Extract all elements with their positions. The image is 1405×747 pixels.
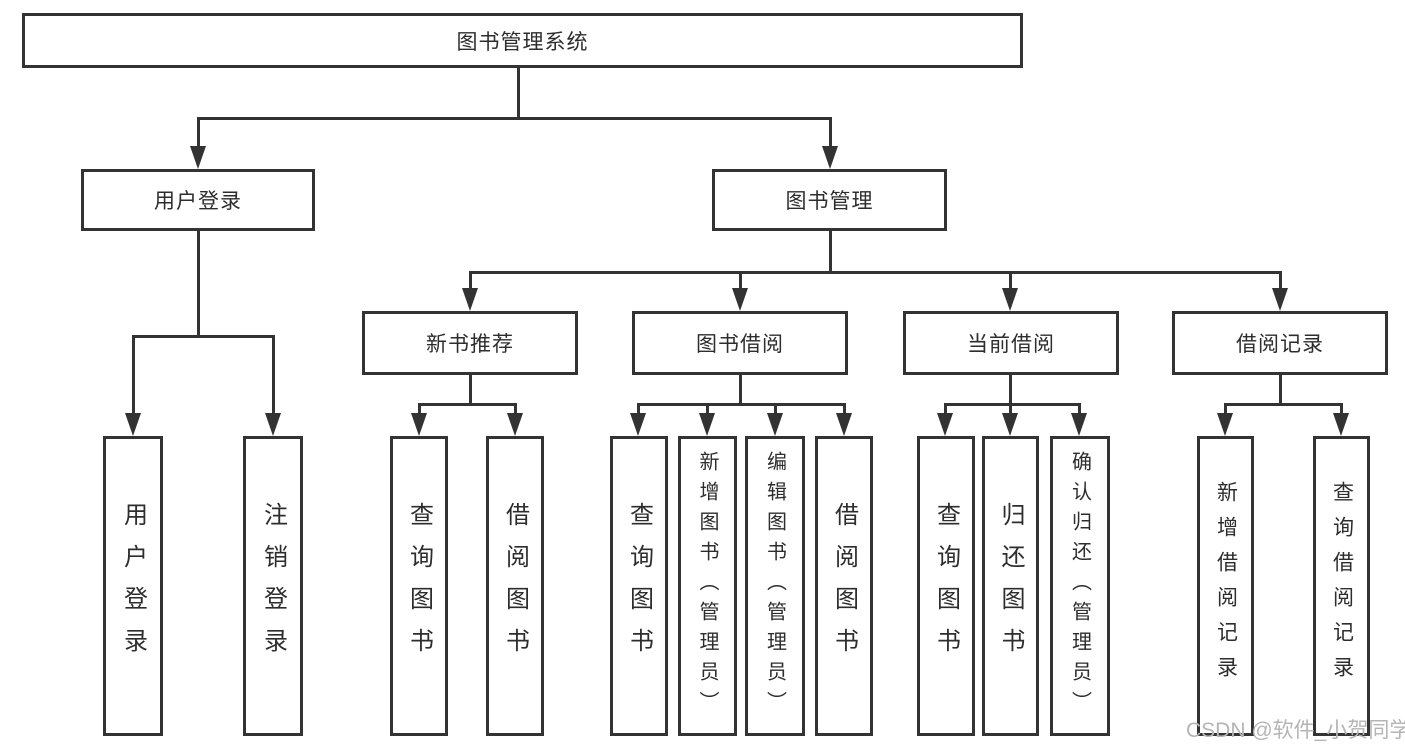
node-root-label: 图书管理系统 [456, 30, 589, 54]
node-leaf-borrow-book-2: 借阅图书 [815, 436, 873, 736]
node-current-borrow-label: 当前借阅 [967, 333, 1055, 356]
arrowhead-down-icon [732, 288, 748, 311]
connector-vline [1009, 403, 1012, 415]
arrowhead-down-icon [699, 413, 715, 436]
connector-vline [1009, 375, 1012, 403]
node-borrow-record: 借阅记录 [1172, 311, 1388, 375]
connector-hline [197, 117, 832, 120]
node-leaf-borrow-book-1: 借阅图书 [486, 436, 544, 736]
node-leaf-edit-book-admin: 编辑图书（管理员） [745, 436, 805, 736]
connector-vline [517, 68, 520, 117]
arrowhead-down-icon [125, 413, 141, 436]
node-leaf-logout: 注销登录 [243, 436, 303, 736]
connector-vline [829, 117, 832, 147]
node-leaf-add-borrow-record-label: 新增借阅记录 [1214, 481, 1238, 691]
node-leaf-user-login-label: 用户登录 [119, 502, 147, 670]
arrowhead-down-icon [822, 146, 838, 169]
connector-vline [197, 117, 200, 147]
node-borrow-record-label: 借阅记录 [1236, 333, 1324, 356]
node-book-management-group: 图书管理 [712, 169, 947, 231]
connector-vline [1009, 271, 1012, 289]
arrowhead-down-icon [411, 413, 427, 436]
node-book-borrow-label: 图书借阅 [696, 333, 784, 356]
node-leaf-logout-label: 注销登录 [259, 502, 287, 670]
connector-vline [739, 271, 742, 289]
arrowhead-down-icon [190, 146, 206, 169]
connector-hline [637, 403, 846, 406]
connector-vline [469, 375, 472, 403]
node-leaf-confirm-return-admin-label: 确认归还（管理员） [1068, 451, 1091, 721]
connector-vline [944, 403, 947, 415]
arrowhead-down-icon [1333, 413, 1349, 436]
node-user-login-group-label: 用户登录 [154, 190, 242, 213]
arrowhead-down-icon [767, 413, 783, 436]
node-leaf-add-book-admin: 新增图书（管理员） [678, 436, 737, 736]
arrowhead-down-icon [836, 413, 852, 436]
node-leaf-query-book-2-label: 查询图书 [625, 502, 653, 670]
arrowhead-down-icon [1071, 413, 1087, 436]
connector-vline [706, 403, 709, 415]
connector-vline [774, 403, 777, 415]
node-leaf-query-book-3-label: 查询图书 [932, 502, 960, 670]
node-leaf-query-book-2: 查询图书 [610, 436, 668, 736]
connector-vline [1340, 403, 1343, 415]
arrowhead-down-icon [1217, 413, 1233, 436]
connector-vline [1078, 403, 1081, 415]
node-leaf-edit-book-admin-label: 编辑图书（管理员） [763, 451, 786, 721]
connector-hline [944, 403, 1081, 406]
connector-vline [197, 231, 200, 335]
node-leaf-query-book-3: 查询图书 [917, 436, 975, 736]
node-leaf-return-book-label: 归还图书 [997, 502, 1024, 670]
connector-vline [1224, 403, 1227, 415]
arrowhead-down-icon [937, 413, 953, 436]
connector-hline [418, 403, 517, 406]
connector-vline [1279, 271, 1282, 289]
connector-vline [739, 375, 742, 403]
arrowhead-down-icon [1002, 413, 1018, 436]
node-leaf-user-login: 用户登录 [103, 436, 163, 736]
node-leaf-borrow-book-2-label: 借阅图书 [830, 502, 858, 670]
connector-vline [1279, 375, 1282, 403]
connector-vline [272, 335, 275, 414]
node-leaf-query-book-1: 查询图书 [390, 436, 448, 736]
node-leaf-return-book: 归还图书 [982, 436, 1039, 736]
node-new-book-recommend-label: 新书推荐 [426, 333, 514, 356]
node-user-login-group: 用户登录 [81, 169, 315, 231]
arrowhead-down-icon [630, 413, 646, 436]
connector-hline [132, 335, 274, 338]
connector-vline [637, 403, 640, 415]
connector-hline [1224, 403, 1343, 406]
connector-vline [469, 271, 472, 289]
connector-vline [829, 231, 832, 271]
connector-vline [843, 403, 846, 415]
node-leaf-add-book-admin-label: 新增图书（管理员） [696, 451, 718, 721]
connector-hline [469, 271, 1282, 274]
arrowhead-down-icon [507, 413, 523, 436]
node-leaf-confirm-return-admin: 确认归还（管理员） [1050, 436, 1110, 736]
node-current-borrow: 当前借阅 [903, 311, 1119, 375]
node-new-book-recommend: 新书推荐 [362, 311, 578, 375]
connector-vline [418, 403, 421, 415]
node-leaf-add-borrow-record: 新增借阅记录 [1197, 436, 1254, 736]
connector-vline [132, 335, 135, 414]
node-leaf-query-borrow-record-label: 查询借阅记录 [1330, 481, 1354, 691]
node-leaf-query-borrow-record: 查询借阅记录 [1313, 436, 1370, 736]
arrowhead-down-icon [462, 288, 478, 311]
node-leaf-borrow-book-1-label: 借阅图书 [501, 502, 529, 670]
node-leaf-query-book-1-label: 查询图书 [405, 502, 433, 670]
arrowhead-down-icon [1002, 288, 1018, 311]
node-book-management-group-label: 图书管理 [785, 190, 874, 213]
node-root: 图书管理系统 [22, 13, 1023, 68]
node-book-borrow: 图书借阅 [632, 311, 848, 375]
arrowhead-down-icon [1272, 288, 1288, 311]
csdn-watermark: CSDN @软件_小贺同学 [1186, 719, 1405, 742]
connector-vline [514, 403, 517, 415]
arrowhead-down-icon [265, 413, 281, 436]
